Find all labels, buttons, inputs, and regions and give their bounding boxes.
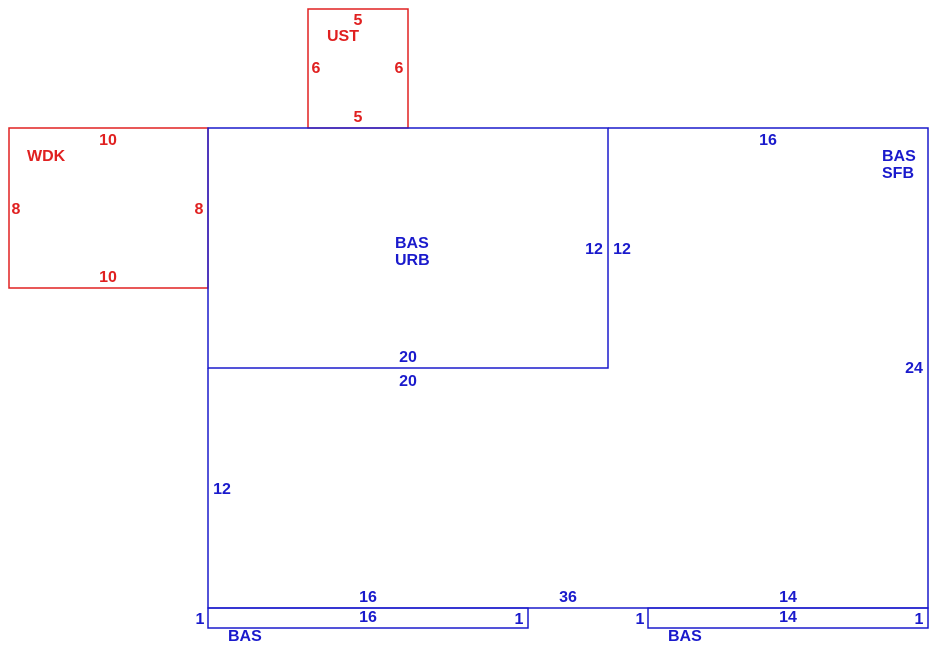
bas-urb-label-line2: URB [395, 252, 430, 269]
bas-urb-area [207, 127, 609, 369]
ust-top-dimension: 5 [354, 12, 363, 29]
sfb-right-dimension: 24 [905, 360, 923, 377]
bas-left-label: BAS [228, 628, 262, 645]
bas-urb-label-line1: BAS [395, 235, 429, 252]
wdk-right-dimension: 8 [195, 201, 204, 218]
bas-left-left-dimension: 1 [196, 611, 205, 628]
ust-label: UST [327, 28, 359, 45]
wdk-left-dimension: 8 [12, 201, 21, 218]
sfb-label-line2: SFB [882, 165, 914, 182]
wdk-top-dimension: 10 [99, 132, 117, 149]
wdk-bottom-dimension: 10 [99, 269, 117, 286]
ust-left-dimension: 6 [312, 60, 321, 77]
bas-left-top-inner-dimension: 16 [359, 609, 377, 626]
bas-right-left-dimension: 1 [636, 611, 645, 628]
bas-right-top-outer-dimension: 14 [779, 589, 797, 606]
bas-right-right-dimension: 1 [915, 611, 924, 628]
bas-left-top-outer-dimension: 16 [359, 589, 377, 606]
bas-right-label: BAS [668, 628, 702, 645]
bas-urb-right-dimension: 12 [585, 241, 603, 258]
bas-right-top-inner-dimension: 14 [779, 609, 797, 626]
ust-right-dimension: 6 [395, 60, 404, 77]
bas-urb-bottom-dimension: 20 [399, 349, 417, 366]
lower-top-dimension: 20 [399, 373, 417, 390]
wdk-label: WDK [27, 148, 66, 165]
lower-bottom-total-dimension: 36 [559, 589, 577, 606]
ust-bottom-dimension: 5 [354, 109, 363, 126]
bas-left-area [207, 607, 529, 629]
sfb-top-dimension: 16 [759, 132, 777, 149]
lower-left-dimension: 12 [213, 481, 231, 498]
sfb-inner-left-dimension: 12 [613, 241, 631, 258]
bas-right-area [647, 607, 929, 629]
sfb-label-line1: BAS [882, 148, 916, 165]
bas-left-right-dimension: 1 [515, 611, 524, 628]
